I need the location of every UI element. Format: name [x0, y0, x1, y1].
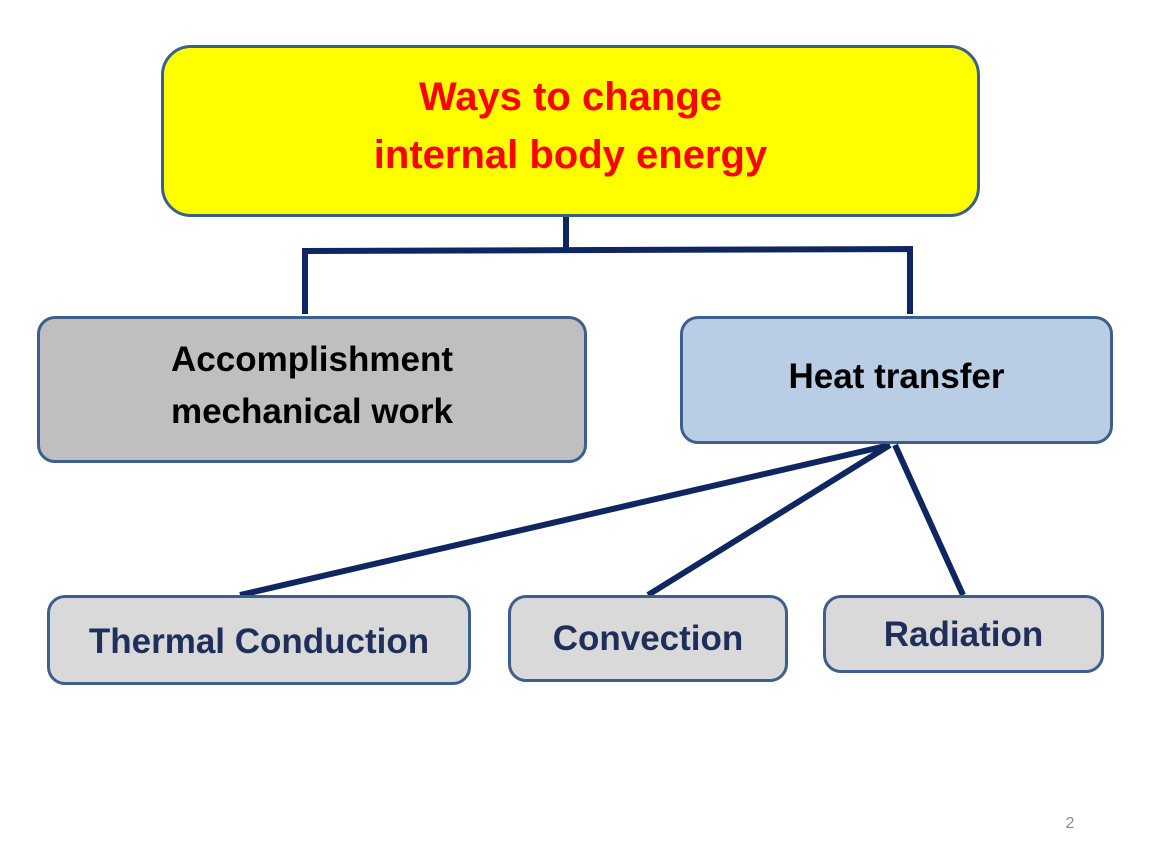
root-title-line-2: internal body energy	[373, 133, 768, 177]
root-node-box: Ways to change internal body energy	[161, 45, 980, 217]
mechanical-work-node-box: Accomplishment mechanical work	[37, 316, 587, 463]
heat-transfer-node-box: Heat transfer	[680, 316, 1113, 444]
radiation-node-box: Radiation	[823, 595, 1104, 673]
connector-heat-to-radiation	[892, 443, 966, 597]
mechanical-work-line-1: Accomplishment	[170, 339, 453, 379]
connector-heat-to-conduction	[239, 442, 891, 598]
connector-heat-to-convection	[646, 442, 892, 598]
root-title-line-1: Ways to change	[418, 75, 722, 119]
connector-branch-bar	[302, 245, 913, 314]
radiation-label: Radiation	[883, 615, 1044, 654]
convection-label: Convection	[552, 618, 744, 658]
mechanical-work-node-text: Accomplishment mechanical work	[171, 334, 453, 438]
convection-node-box: Convection	[508, 595, 788, 682]
thermal-conduction-label: Thermal Conduction	[88, 622, 430, 661]
mechanical-work-line-2: mechanical work	[170, 391, 454, 431]
root-node-text: Ways to change internal body energy	[374, 68, 767, 184]
page-number: 2	[1065, 815, 1075, 832]
thermal-conduction-node-box: Thermal Conduction	[47, 595, 471, 685]
heat-transfer-label: Heat transfer	[788, 357, 1005, 396]
